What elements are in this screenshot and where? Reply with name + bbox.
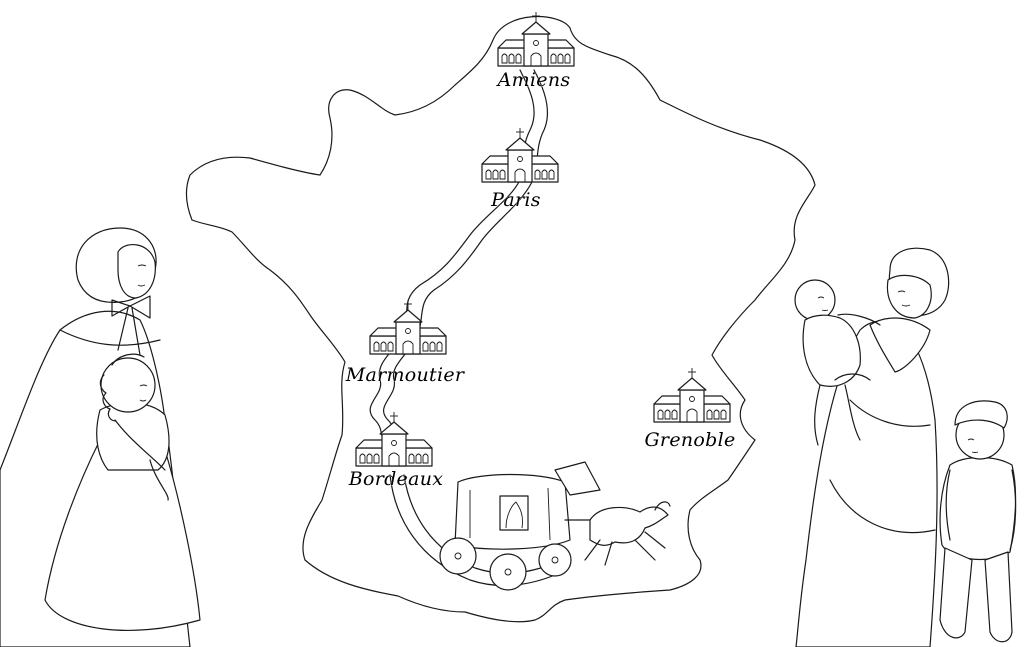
horse-drawn-carriage-icon	[439, 461, 671, 591]
boy-figure	[939, 400, 1017, 643]
church-icon	[369, 299, 447, 355]
city-amiens: Amiens	[495, 11, 575, 91]
city-grenoble: Grenoble	[644, 367, 735, 451]
city-label-grenoble: Grenoble	[644, 429, 735, 451]
city-label-bordeaux: Bordeaux	[348, 468, 444, 490]
girl-figure	[44, 353, 201, 632]
woman-holding-baby-figure	[795, 247, 950, 647]
city-paris: Paris	[481, 127, 559, 211]
france-outline	[185, 15, 816, 623]
city-label-paris: Paris	[490, 189, 541, 211]
city-marmoutier: Marmoutier	[344, 299, 466, 386]
baby-figure	[794, 279, 881, 446]
church-icon	[481, 127, 559, 183]
city-label-marmoutier: Marmoutier	[345, 364, 466, 386]
city-label-amiens: Amiens	[496, 69, 571, 91]
church-icon	[497, 11, 575, 67]
church-icon	[653, 367, 731, 423]
city-bordeaux: Bordeaux	[348, 411, 444, 490]
church-icon	[355, 411, 433, 467]
